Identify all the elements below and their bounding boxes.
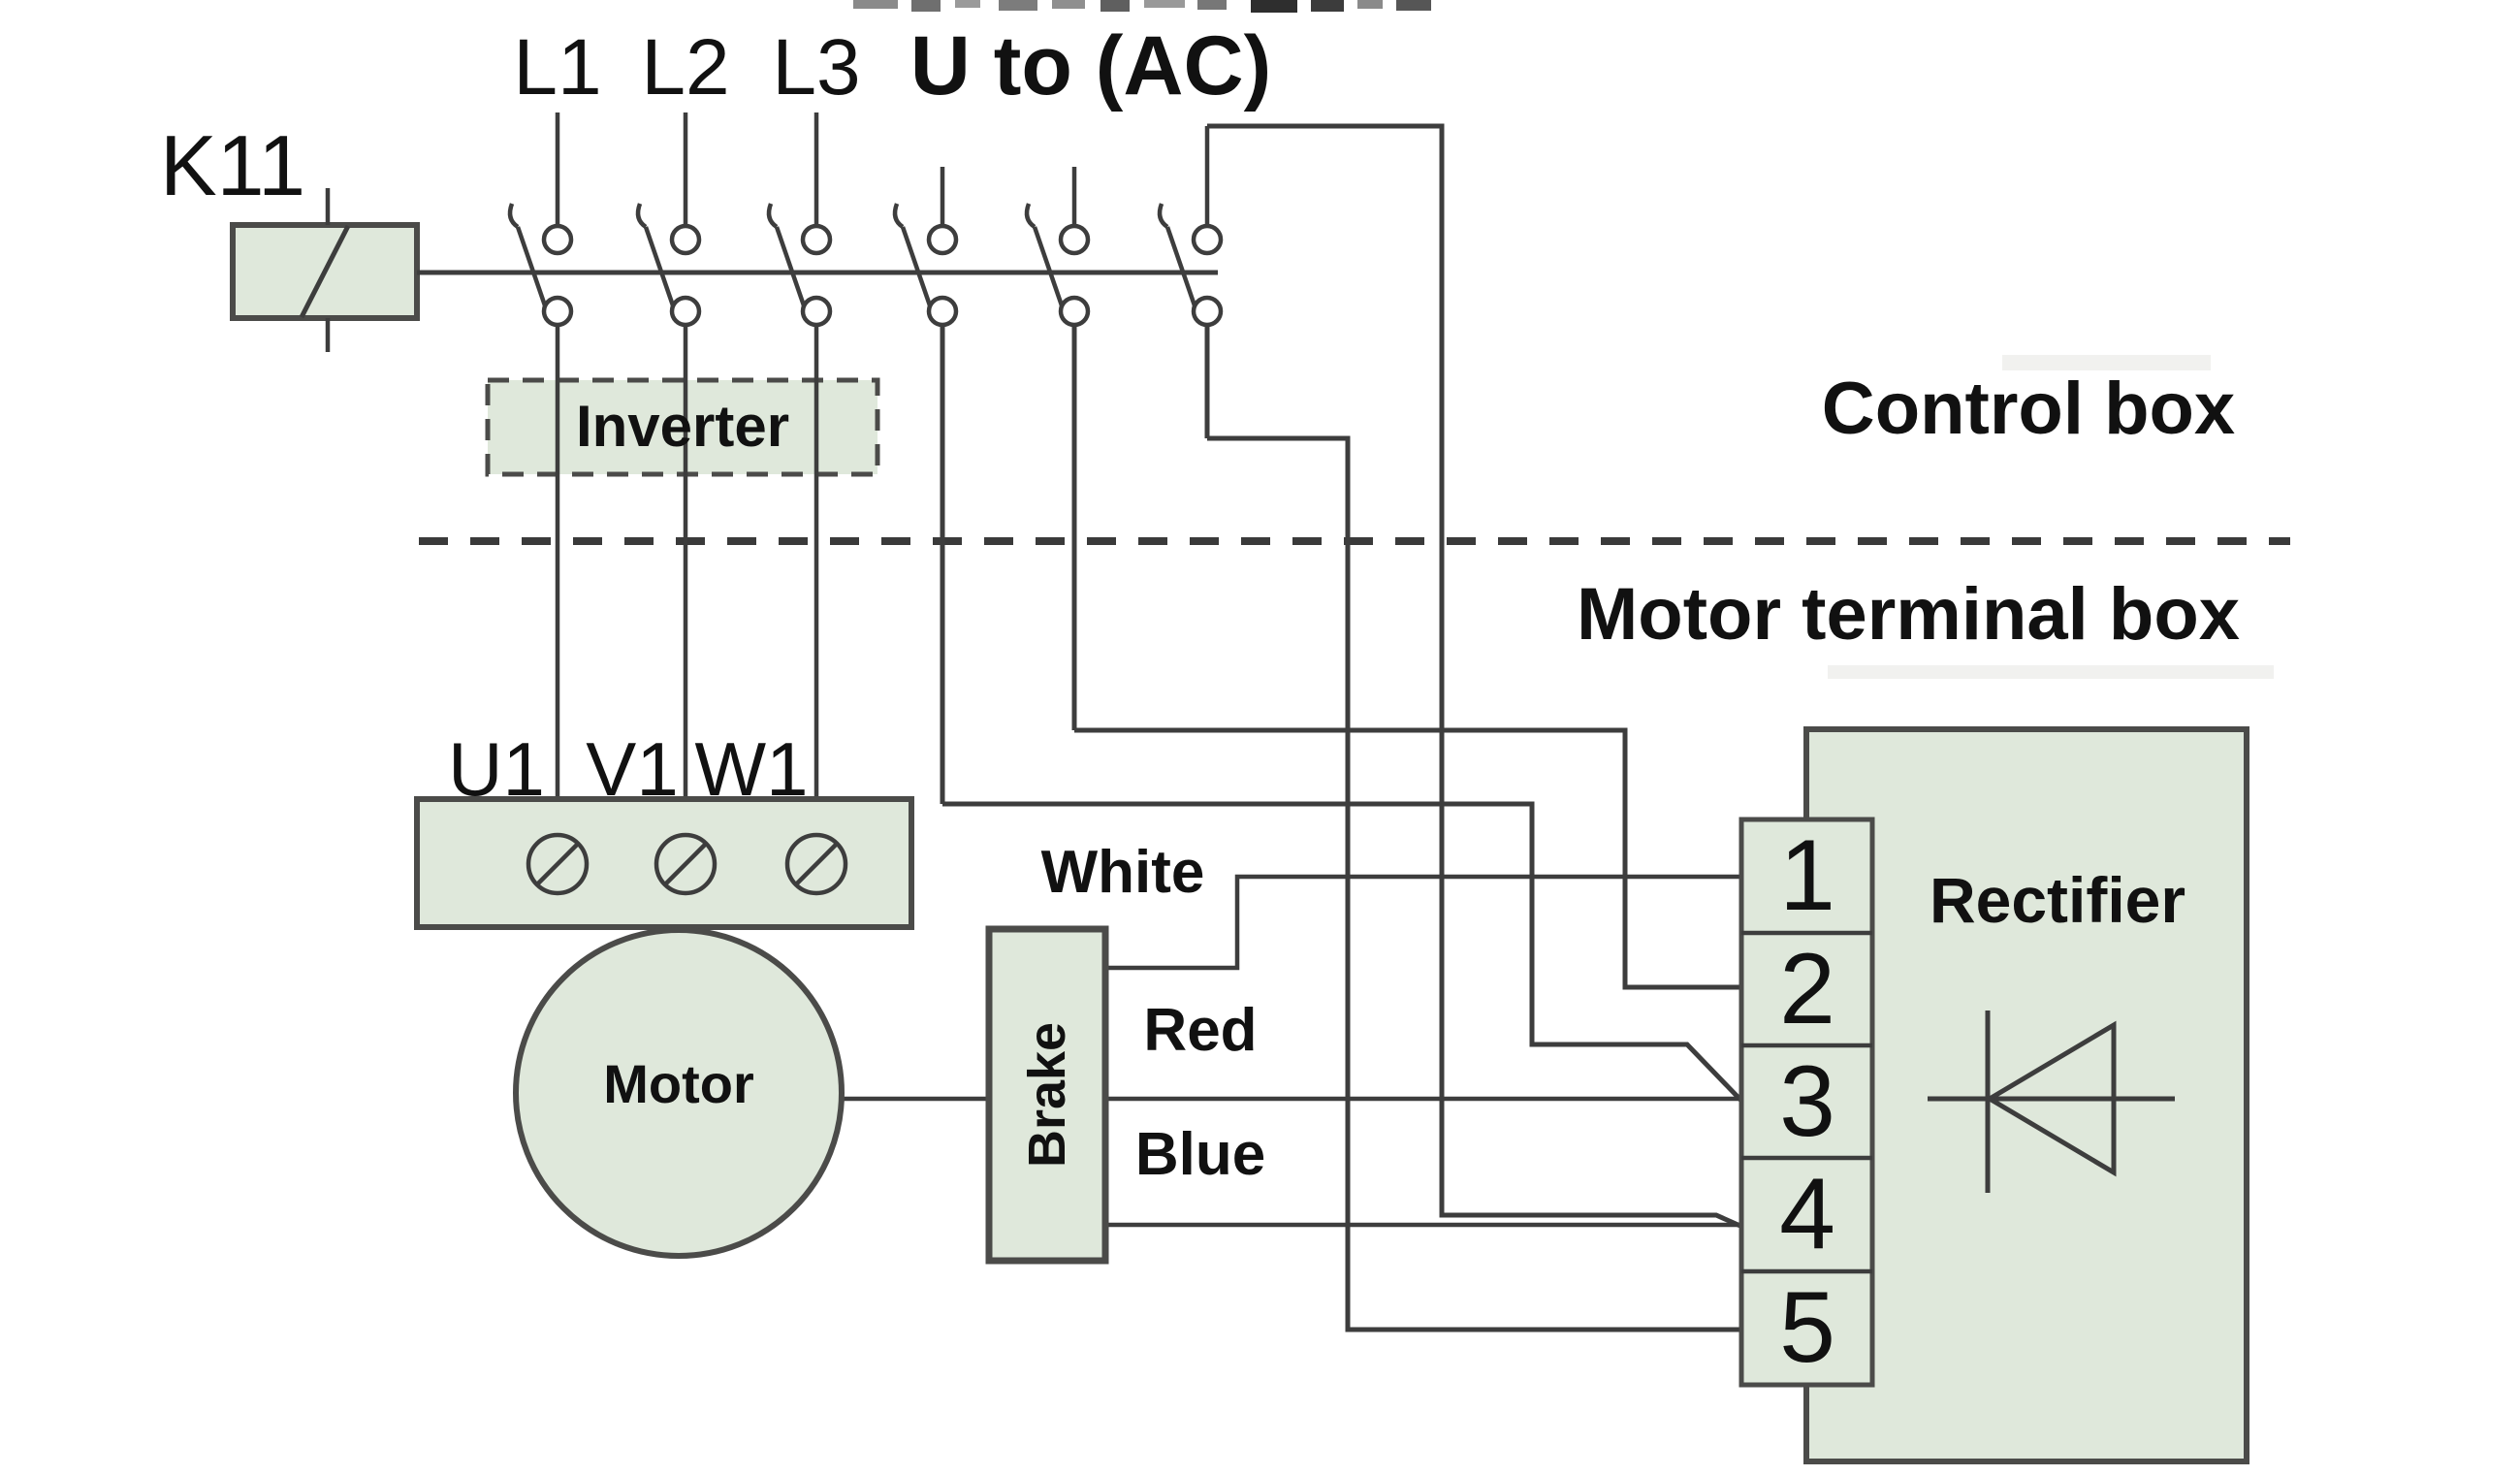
- phase-label-l3: L3: [772, 23, 861, 112]
- rectifier-terminal-strip: [1738, 817, 1875, 1388]
- wire-switch4-to-terminal3: [942, 801, 1744, 1104]
- rectifier-terminal-4: 4: [1779, 1158, 1835, 1270]
- contact-switch-6: [1157, 203, 1224, 328]
- brake-box: [985, 925, 1109, 1265]
- phase-label-l1: L1: [513, 23, 602, 112]
- contact-switch-1: [507, 203, 574, 328]
- contact-switch-2: [635, 203, 702, 328]
- rectifier-terminal-3: 3: [1779, 1045, 1835, 1158]
- motor-terminal-box-label: Motor terminal box: [1576, 573, 2241, 656]
- brake-label: Brake: [1018, 1021, 1076, 1169]
- contactor-label: K11: [159, 117, 306, 213]
- motor-circle: [513, 927, 845, 1259]
- wire-label-white: White: [1040, 839, 1205, 906]
- terminal-label-u1: U1: [448, 726, 545, 812]
- contact-switch-3: [766, 203, 833, 328]
- wire-white-brake-to-terminal1: [1105, 874, 1740, 971]
- wire-label-red: Red: [1143, 997, 1258, 1064]
- terminal-screw-w1: [784, 832, 848, 896]
- diode-icon: [1928, 1011, 2175, 1193]
- motor-label: Motor: [603, 1053, 754, 1114]
- contact-switches: [507, 203, 1224, 328]
- terminal-label-v1: V1: [586, 726, 679, 812]
- cropped-text-artifact: [853, 0, 1431, 13]
- terminal-label-w1: W1: [694, 726, 809, 812]
- inverter-label: Inverter: [575, 394, 790, 459]
- inverter-box: [485, 377, 880, 477]
- wire-switch6-to-terminal5: [1207, 435, 1740, 1332]
- terminal-screw-v1: [654, 832, 718, 896]
- terminal-screw-u1: [526, 832, 590, 896]
- supply-feed-lines: [555, 112, 1210, 226]
- routed-wires: [843, 123, 1744, 1332]
- phase-label-l2: L2: [641, 23, 730, 112]
- rectifier-terminal-5: 5: [1779, 1271, 1835, 1384]
- rectifier-box: [1803, 726, 2249, 1464]
- switch-output-lines: [555, 325, 1210, 837]
- wire-ac-supply-to-terminal4: [1207, 123, 1744, 1230]
- ac-supply-label: U to (AC): [909, 19, 1272, 112]
- contact-switch-4: [892, 203, 959, 328]
- rectifier-label: Rectifier: [1929, 864, 2186, 936]
- motor-terminal-block: [414, 796, 914, 930]
- rectifier-terminal-1: 1: [1779, 819, 1835, 932]
- control-box-label: Control box: [1821, 368, 2236, 450]
- wire-label-blue: Blue: [1134, 1121, 1266, 1188]
- rectifier-terminal-2: 2: [1779, 933, 1835, 1045]
- contact-switch-5: [1024, 203, 1091, 328]
- contactor-k11-symbol: [230, 188, 420, 352]
